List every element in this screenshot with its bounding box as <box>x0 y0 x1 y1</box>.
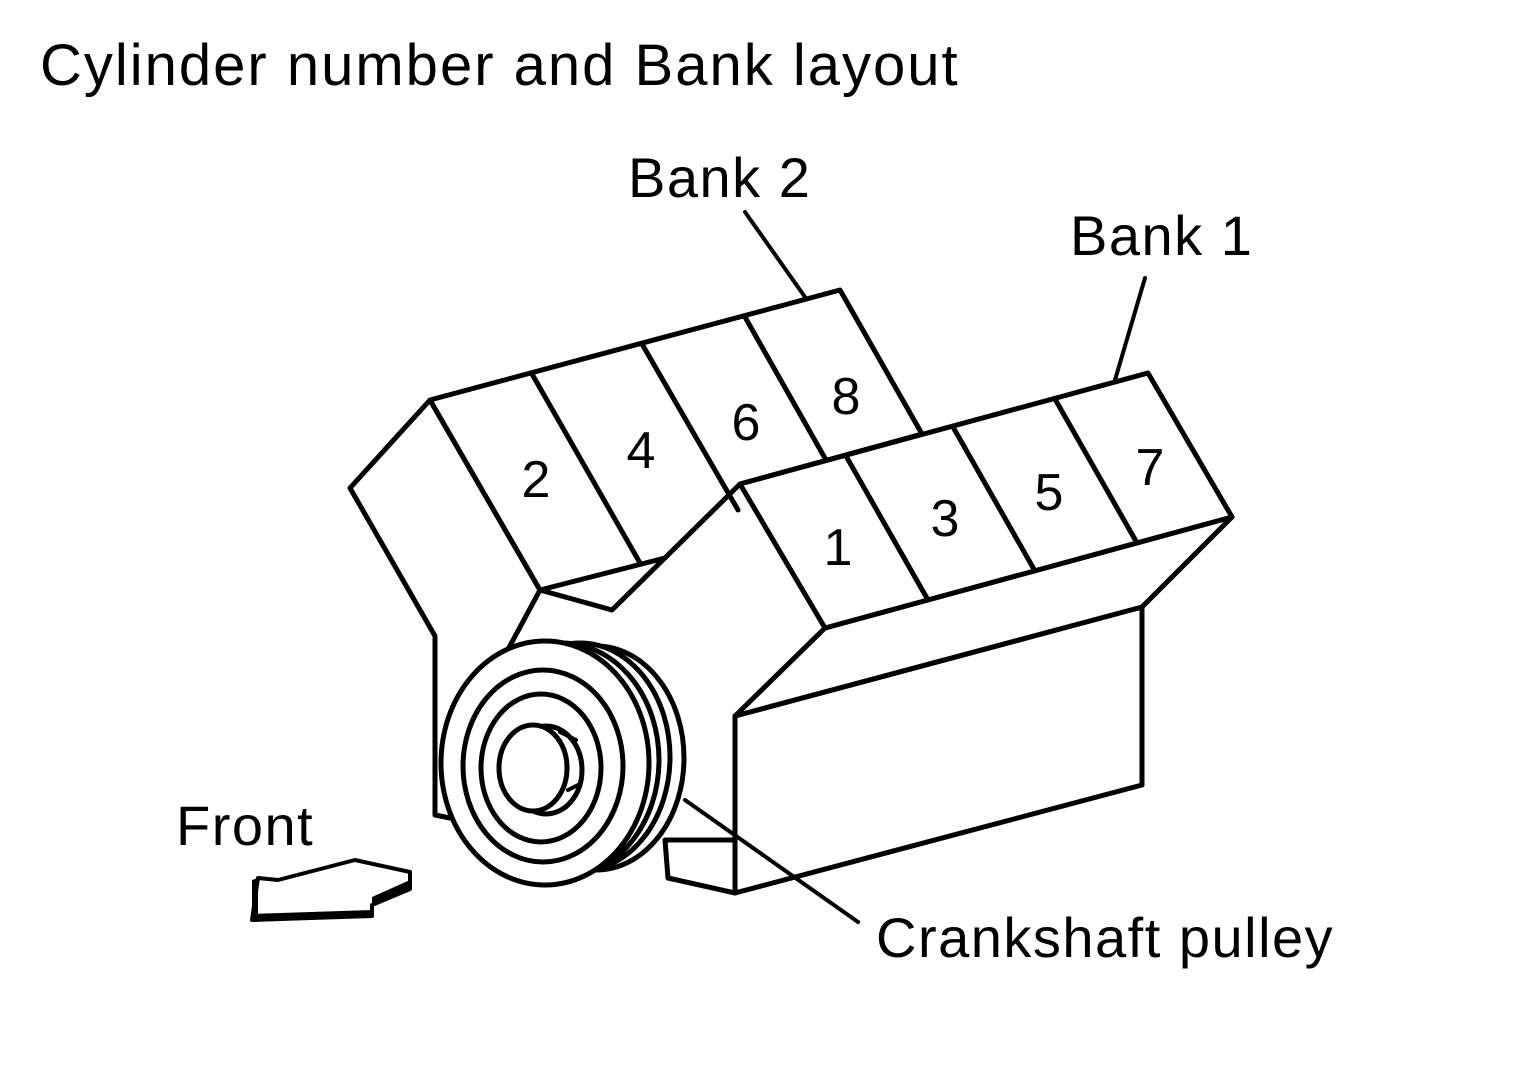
cylinder-label: 3 <box>931 490 960 548</box>
pulley-leader <box>683 798 860 924</box>
crankshaft-pulley <box>438 638 687 888</box>
bank2-cylinder-labels: 2 4 6 8 <box>522 368 861 509</box>
cylinder-label: 2 <box>522 451 551 509</box>
cylinder-label: 7 <box>1136 439 1165 497</box>
crankshaft-pulley-label: Crankshaft pulley <box>876 906 1334 969</box>
bank2-head <box>427 287 925 613</box>
cylinder-label: 1 <box>824 519 853 577</box>
bank1-leader <box>1113 276 1147 382</box>
cylinder-label: 5 <box>1035 464 1064 522</box>
diagram-title: Cylinder number and Bank layout <box>40 33 960 98</box>
leader-lines <box>683 210 1147 924</box>
bank2-leader <box>743 210 807 299</box>
bank1-head <box>737 370 1235 631</box>
front-arrow-icon <box>250 858 412 922</box>
cylinder-label: 4 <box>627 422 656 480</box>
bank2-label: Bank 2 <box>628 146 811 209</box>
cylinder-label: 8 <box>832 368 861 426</box>
crankcase-block <box>662 514 1235 896</box>
bank1-label: Bank 1 <box>1070 204 1253 267</box>
bank1-cylinder-labels: 1 3 5 7 <box>824 439 1165 577</box>
front-label: Front <box>176 794 314 857</box>
cylinder-label: 6 <box>732 394 761 452</box>
